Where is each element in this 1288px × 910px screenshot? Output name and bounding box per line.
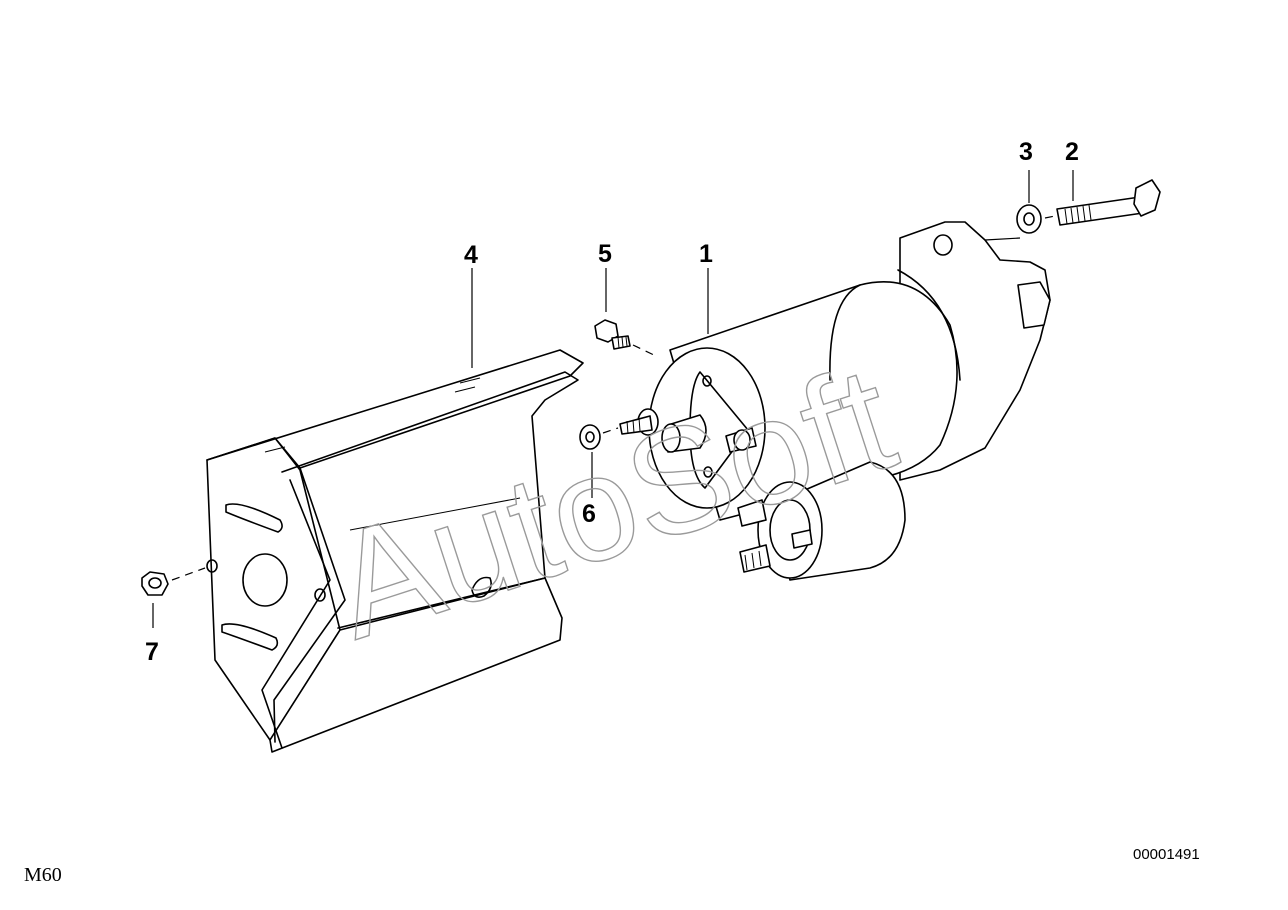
callout-1: 1 [699,240,713,268]
callout-7: 7 [145,638,159,666]
heat-shield-part-4 [206,349,584,753]
washer-part-3 [1016,170,1042,234]
washer-part-6 [579,424,619,498]
callout-6: 6 [582,500,596,528]
watermark: AutoSoft [313,333,912,671]
callout-4: 4 [464,241,478,269]
bolt-part-2 [1044,170,1161,226]
callout-2: 2 [1065,138,1079,166]
nut-part-7 [141,567,206,628]
callout-3: 3 [1019,138,1033,166]
callout-5: 5 [598,240,612,268]
bolt-part-5 [594,268,657,357]
diagram-number: 00001491 [1133,846,1200,863]
starter-motor-part-1 [619,221,1051,581]
model-label: M60 [24,864,62,886]
